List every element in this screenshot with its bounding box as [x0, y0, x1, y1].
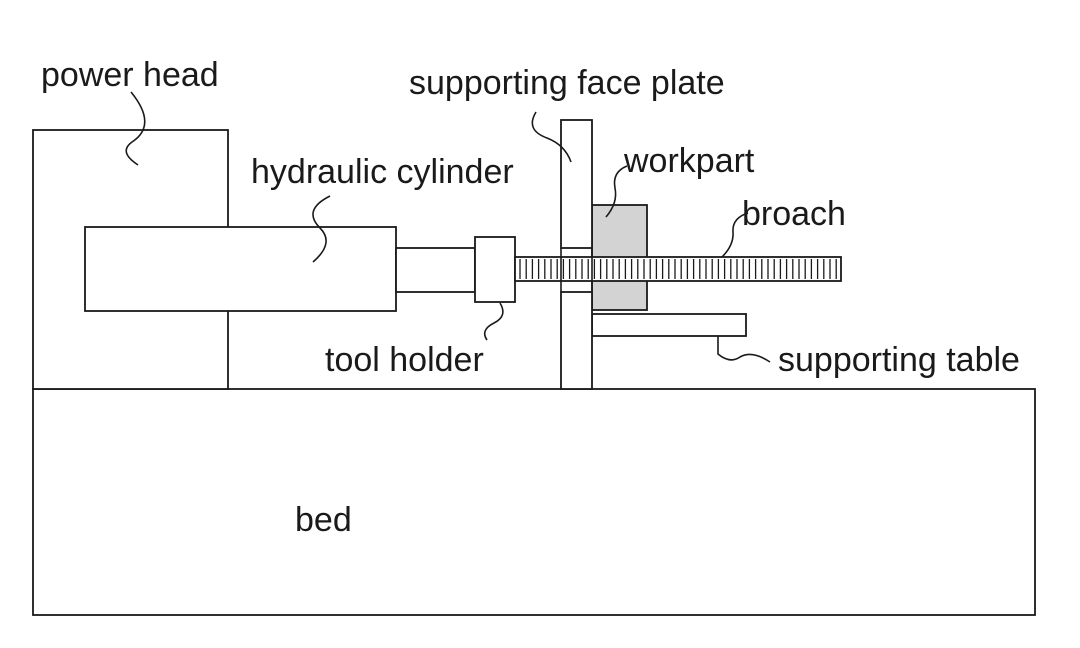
- supporting-face-plate-label: supporting face plate: [409, 64, 725, 102]
- bed-block: [32, 388, 1036, 616]
- supporting-face-plate-leader: [531, 111, 572, 163]
- face-plate-upper: [560, 119, 593, 249]
- piston-rod: [395, 247, 476, 293]
- hydraulic-cylinder-block: [84, 226, 397, 312]
- face-plate-lower: [560, 291, 593, 390]
- broach-tool: [514, 256, 842, 282]
- supporting-face-plate: [560, 119, 593, 390]
- tool-holder-block: [474, 236, 516, 303]
- workpart-leader: [605, 165, 628, 218]
- power-head-label: power head: [41, 56, 219, 94]
- hydraulic-cylinder-label: hydraulic cylinder: [251, 153, 514, 191]
- bed-label: bed: [295, 501, 352, 539]
- tool-holder-leader: [483, 302, 504, 341]
- broach-leader: [721, 212, 749, 258]
- workpart-label: workpart: [623, 142, 755, 180]
- broach-label: broach: [742, 195, 846, 233]
- supporting-table-leader: [717, 336, 771, 363]
- hydraulic-cylinder-leader: [312, 195, 331, 263]
- broach-teeth: [519, 259, 837, 279]
- power-head-leader: [125, 91, 146, 166]
- supporting-table-label: supporting table: [778, 341, 1020, 379]
- supporting-table-block: [591, 313, 747, 337]
- tool-holder-label: tool holder: [325, 341, 484, 379]
